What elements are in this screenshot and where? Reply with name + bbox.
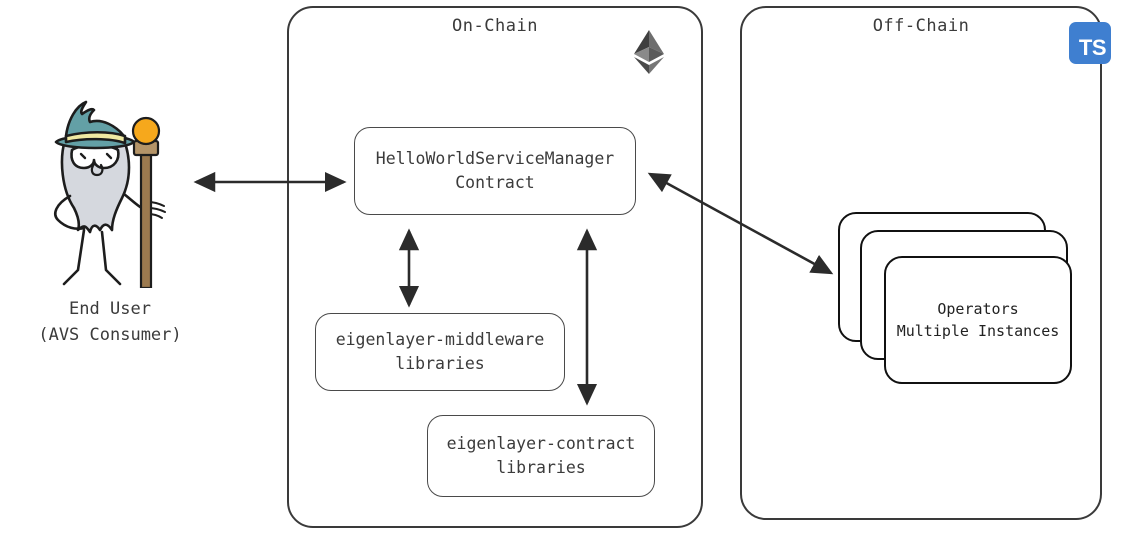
wizard-avatar-icon [54, 100, 166, 288]
node-middleware-libraries[interactable]: eigenlayer-middleware libraries [315, 313, 565, 391]
zone-on-chain-title: On-Chain [452, 16, 538, 36]
node-operators-stack[interactable]: Operators Multiple Instances [838, 212, 1074, 384]
node-contract-libraries[interactable]: eigenlayer-contract libraries [427, 415, 655, 497]
zone-off-chain-title: Off-Chain [872, 16, 970, 36]
end-user-label: End User (AVS Consumer) [38, 299, 182, 346]
operator-card-front[interactable]: Operators Multiple Instances [884, 256, 1072, 384]
node-service-manager[interactable]: HelloWorldServiceManager Contract [354, 127, 636, 215]
typescript-icon: TS [1069, 22, 1111, 64]
ethereum-icon [634, 30, 664, 74]
